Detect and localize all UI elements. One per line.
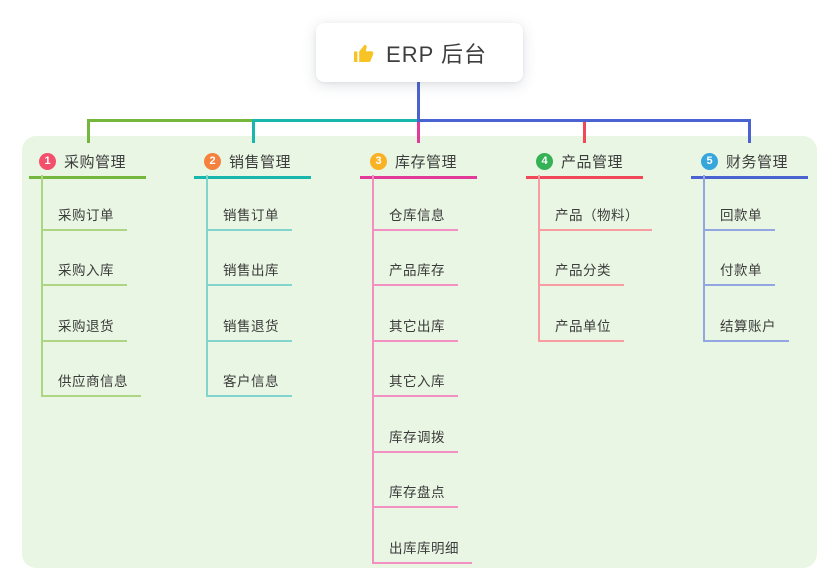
branch-header-product[interactable]: 4 产品管理	[526, 146, 643, 179]
node-receipt-order[interactable]: 回款单	[703, 204, 775, 231]
node-settlement-account[interactable]: 结算账户	[703, 315, 789, 342]
connector-drop-product	[583, 122, 586, 143]
badge-5: 5	[701, 152, 718, 170]
list-item: 其它入库	[372, 342, 472, 397]
branch-children-product: 产品（物料） 产品分类 产品单位	[538, 175, 652, 342]
list-item: 其它出库	[372, 286, 472, 342]
list-item: 库存调拨	[372, 397, 472, 453]
branch-children-sales: 销售订单 销售出库 销售退货 客户信息	[206, 175, 292, 397]
branch-header-finance[interactable]: 5 财务管理	[691, 146, 808, 179]
list-item: 采购退货	[41, 286, 141, 342]
node-sales-outbound[interactable]: 销售出库	[206, 259, 292, 286]
badge-2: 2	[204, 152, 221, 170]
list-item: 出库库明细	[372, 508, 472, 564]
node-stock-taking[interactable]: 库存盘点	[372, 481, 458, 508]
branch-title-purchase: 采购管理	[64, 153, 127, 171]
list-item: 结算账户	[703, 286, 789, 342]
node-purchase-order[interactable]: 采购订单	[41, 204, 127, 231]
node-outbound-detail[interactable]: 出库库明细	[372, 537, 472, 564]
list-item: 产品单位	[538, 286, 652, 342]
list-item: 付款单	[703, 231, 789, 286]
list-item: 仓库信息	[372, 175, 472, 231]
branch-children-purchase: 采购订单 采购入库 采购退货 供应商信息	[41, 175, 141, 397]
list-item: 客户信息	[206, 342, 292, 397]
node-warehouse-info[interactable]: 仓库信息	[372, 204, 458, 231]
list-item: 采购入库	[41, 231, 141, 286]
branch-title-finance: 财务管理	[726, 153, 789, 171]
list-item: 产品（物料）	[538, 175, 652, 231]
node-customer-info[interactable]: 客户信息	[206, 370, 292, 397]
branch-title-sales: 销售管理	[229, 153, 292, 171]
branch-title-inventory: 库存管理	[395, 153, 458, 171]
node-product-category[interactable]: 产品分类	[538, 259, 624, 286]
list-item: 产品分类	[538, 231, 652, 286]
node-sales-return[interactable]: 销售退货	[206, 315, 292, 342]
connector-bus-purchase	[87, 119, 254, 122]
branch-children-inventory: 仓库信息 产品库存 其它出库 其它入库 库存调拨 库存盘点 出库库明细	[372, 175, 472, 564]
connector-bus-finance	[417, 119, 751, 122]
root-node-title: ERP 后台	[386, 41, 487, 67]
node-sales-order[interactable]: 销售订单	[206, 204, 292, 231]
branches-background-panel	[22, 136, 817, 568]
connector-drop-purchase	[87, 119, 90, 143]
node-other-inbound[interactable]: 其它入库	[372, 370, 458, 397]
branch-header-sales[interactable]: 2 销售管理	[194, 146, 311, 179]
node-payment-order[interactable]: 付款单	[703, 259, 775, 286]
thumbs-up-icon	[352, 41, 376, 65]
connector-root-drop	[417, 82, 420, 120]
list-item: 回款单	[703, 175, 789, 231]
list-item: 产品库存	[372, 231, 472, 286]
branch-header-inventory[interactable]: 3 库存管理	[360, 146, 477, 179]
node-product-unit[interactable]: 产品单位	[538, 315, 624, 342]
badge-4: 4	[536, 152, 553, 170]
node-other-outbound[interactable]: 其它出库	[372, 315, 458, 342]
node-supplier-info[interactable]: 供应商信息	[41, 370, 141, 397]
node-product-stock[interactable]: 产品库存	[372, 259, 458, 286]
list-item: 销售出库	[206, 231, 292, 286]
root-node-erp[interactable]: ERP 后台	[316, 23, 523, 82]
branch-children-finance: 回款单 付款单 结算账户	[703, 175, 789, 342]
badge-1: 1	[39, 152, 56, 170]
connector-drop-inventory	[417, 122, 420, 143]
node-stock-transfer[interactable]: 库存调拨	[372, 426, 458, 453]
connector-bus-sales	[253, 119, 419, 122]
branch-header-purchase[interactable]: 1 采购管理	[29, 146, 146, 179]
connector-drop-finance	[748, 119, 751, 143]
connector-drop-sales	[252, 119, 255, 143]
list-item: 销售退货	[206, 286, 292, 342]
node-product-material[interactable]: 产品（物料）	[538, 204, 652, 231]
list-item: 供应商信息	[41, 342, 141, 397]
list-item: 库存盘点	[372, 453, 472, 508]
branch-title-product: 产品管理	[561, 153, 624, 171]
list-item: 销售订单	[206, 175, 292, 231]
list-item: 采购订单	[41, 175, 141, 231]
badge-3: 3	[370, 152, 387, 170]
node-purchase-return[interactable]: 采购退货	[41, 315, 127, 342]
node-purchase-inbound[interactable]: 采购入库	[41, 259, 127, 286]
